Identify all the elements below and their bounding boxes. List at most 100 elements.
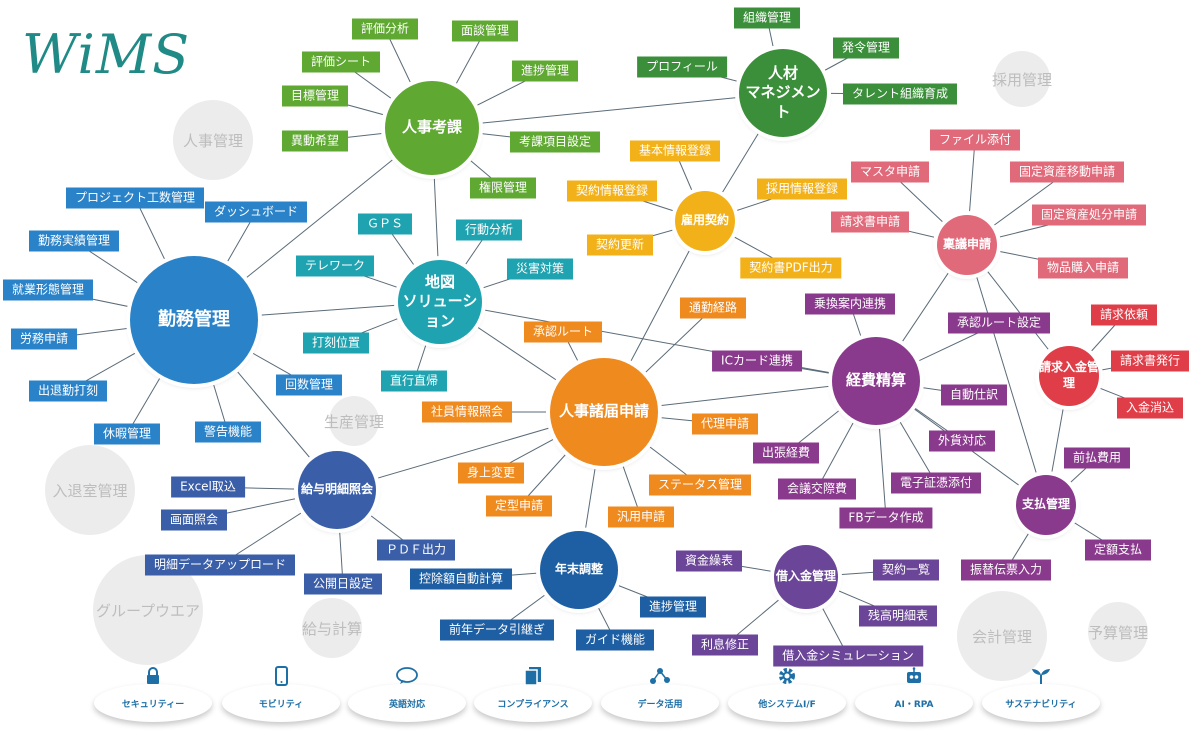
feature-tag-t4[interactable]: 進捗管理 xyxy=(511,60,579,82)
feature-pill-f4[interactable]: コンプライアンス xyxy=(474,666,592,722)
feature-tag-t24[interactable]: テレワーク xyxy=(295,255,375,277)
feature-tag-t1[interactable]: 評価分析 xyxy=(351,18,419,40)
feature-tag-t60[interactable]: マスタ申請 xyxy=(850,161,930,183)
feature-tag-t64[interactable]: 物品購入申請 xyxy=(1037,257,1129,279)
feature-tag-t31[interactable]: 契約更新 xyxy=(586,234,654,256)
feature-tag-t16[interactable]: 就業形態管理 xyxy=(2,279,94,301)
feature-tag-t42[interactable]: 画面照会 xyxy=(160,509,228,531)
hub-kyuyo[interactable]: 給与明細照会 xyxy=(298,451,376,529)
feature-tag-t49[interactable]: ガイド機能 xyxy=(575,629,655,651)
feature-tag-t11[interactable]: プロフィール xyxy=(637,56,727,78)
feature-tag-t29[interactable]: 契約情報登録 xyxy=(566,180,658,202)
feature-tag-t10[interactable]: 発令管理 xyxy=(832,37,900,59)
feature-tag-t34[interactable]: 通勤経路 xyxy=(679,297,747,319)
hub-jinzai[interactable]: 人材 マネジメント xyxy=(739,49,827,137)
feature-tag-t45[interactable]: 公開日設定 xyxy=(303,573,383,595)
feature-tag-t68[interactable]: 前払費用 xyxy=(1063,447,1131,469)
feature-tag-t65[interactable]: 請求依頼 xyxy=(1090,304,1158,326)
hub-keihi[interactable]: 経費精算 xyxy=(832,337,920,425)
hub-koyo[interactable]: 雇用契約 xyxy=(675,191,735,251)
hub-ringi[interactable]: 稟議申請 xyxy=(937,215,997,275)
feature-tag-t61[interactable]: 固定資産移動申請 xyxy=(1009,161,1125,183)
hub-chizu[interactable]: 地図 ソリューション xyxy=(398,260,482,344)
feature-tag-t38[interactable]: ステータス管理 xyxy=(648,474,752,496)
feature-tag-t73[interactable]: 残高明細表 xyxy=(858,605,938,627)
feature-tag-t8[interactable]: 権限管理 xyxy=(469,177,537,199)
feature-tag-t5[interactable]: 目標管理 xyxy=(281,85,349,107)
feature-tag-t55[interactable]: 外貨対応 xyxy=(928,430,996,452)
feature-tag-t14[interactable]: ダッシュボード xyxy=(204,201,308,223)
feature-tag-t58[interactable]: FBデータ作成 xyxy=(839,507,933,529)
feature-tag-t21[interactable]: 回数管理 xyxy=(275,374,343,396)
feature-tag-t74[interactable]: 利息修正 xyxy=(691,634,759,656)
feature-tag-t36[interactable]: 代理申請 xyxy=(691,413,759,435)
feature-tag-t75[interactable]: 借入金シミュレーション xyxy=(773,645,923,667)
feature-tag-t40[interactable]: 汎用申請 xyxy=(607,506,675,528)
feature-tag-t28[interactable]: 基本情報登録 xyxy=(629,140,721,162)
feature-tag-t56[interactable]: 会議交際費 xyxy=(777,478,857,500)
feature-tag-t27[interactable]: 直行直帰 xyxy=(380,370,448,392)
feature-tag-t57[interactable]: 電子証憑添付 xyxy=(890,472,982,494)
feature-tag-t52[interactable]: 承認ルート設定 xyxy=(947,312,1051,334)
feature-tag-t7[interactable]: 考課項目設定 xyxy=(509,131,601,153)
feature-tag-t9[interactable]: 組織管理 xyxy=(733,7,801,29)
feature-tag-t71[interactable]: 資金繰表 xyxy=(675,550,743,572)
feature-tag-t26[interactable]: 打刻位置 xyxy=(302,332,370,354)
feature-tag-t19[interactable]: 休暇管理 xyxy=(93,423,161,445)
ghost-disc xyxy=(302,598,362,658)
feature-tag-t70[interactable]: 振替伝票入力 xyxy=(960,559,1052,581)
feature-tag-t72[interactable]: 契約一覧 xyxy=(872,559,940,581)
feature-tag-t43[interactable]: ＰＤＦ出力 xyxy=(376,539,456,561)
feature-tag-t12[interactable]: タレント組織育成 xyxy=(842,83,958,105)
feature-tag-t32[interactable]: 契約書PDF出力 xyxy=(740,257,842,279)
feature-tag-t23[interactable]: 行動分析 xyxy=(455,219,523,241)
feature-pill-f8[interactable]: サステナビリティ xyxy=(982,668,1100,722)
feature-tag-t67[interactable]: 入金消込 xyxy=(1116,397,1184,419)
feature-tag-t69[interactable]: 定額支払 xyxy=(1084,539,1152,561)
feature-pill-f5[interactable]: データ活用 xyxy=(601,667,719,722)
feature-tag-t13[interactable]: プロジェクト工数管理 xyxy=(65,187,205,209)
hub-shinsei[interactable]: 人事諸届申請 xyxy=(550,358,658,466)
feature-tag-t41[interactable]: Excel取込 xyxy=(171,476,245,498)
feature-pill-f3[interactable]: 英語対応 xyxy=(348,666,466,722)
hub-nenmatsu[interactable]: 年末調整 xyxy=(540,531,618,609)
feature-tag-t2[interactable]: 面談管理 xyxy=(451,20,519,42)
hub-link-jinji-jinzai xyxy=(431,92,784,129)
feature-tag-t48[interactable]: 前年データ引継ぎ xyxy=(439,619,555,641)
hub-seikyu[interactable]: 請求入金管理 xyxy=(1039,346,1099,406)
feature-tag-t22[interactable]: ＧＰＳ xyxy=(357,213,413,235)
feature-tag-t46[interactable]: 控除額自動計算 xyxy=(409,568,513,590)
feature-tag-t53[interactable]: 自動仕訳 xyxy=(940,384,1008,406)
feature-tag-t33[interactable]: 承認ルート xyxy=(523,321,603,343)
feature-pill-f6[interactable]: 他システムI/F xyxy=(728,667,846,722)
feature-tag-t54[interactable]: 出張経費 xyxy=(752,442,820,464)
feature-tag-t3[interactable]: 評価シート xyxy=(301,51,381,73)
feature-tag-t15[interactable]: 勤務実績管理 xyxy=(28,230,120,252)
feature-tag-t20[interactable]: 警告機能 xyxy=(194,421,262,443)
feature-pill-f1[interactable]: セキュリティー xyxy=(94,666,212,722)
feature-tag-t6[interactable]: 異動希望 xyxy=(281,130,349,152)
feature-tag-t17[interactable]: 労務申請 xyxy=(10,328,78,350)
feature-tag-t66[interactable]: 請求書発行 xyxy=(1110,350,1190,372)
feature-tag-t50[interactable]: 乗換案内連携 xyxy=(804,293,896,315)
feature-tag-t37[interactable]: 身上変更 xyxy=(457,462,525,484)
feature-pill-f2[interactable]: モビリティ xyxy=(222,665,340,722)
feature-tag-t25[interactable]: 災害対策 xyxy=(506,258,574,280)
hub-kinmu[interactable]: 勤務管理 xyxy=(130,256,258,384)
feature-pill-f7[interactable]: AI・RPA xyxy=(855,666,973,722)
feature-tag-t47[interactable]: 進捗管理 xyxy=(639,596,707,618)
feature-tag-t62[interactable]: 請求書申請 xyxy=(830,211,910,233)
feature-tag-t51[interactable]: ICカード連携 xyxy=(712,350,802,372)
hub-jinji[interactable]: 人事考課 xyxy=(385,81,479,175)
feature-tag-t59[interactable]: ファイル添付 xyxy=(929,129,1021,151)
feature-tag-t44[interactable]: 明細データアップロード xyxy=(144,554,296,576)
ghost-module-g3: 生産管理 xyxy=(324,396,384,446)
feature-tag-t63[interactable]: 固定資産処分申請 xyxy=(1031,204,1147,226)
hub-kariire[interactable]: 借入金管理 xyxy=(774,545,838,609)
feature-tag-t30[interactable]: 採用情報登録 xyxy=(756,178,848,200)
hub-shiharai[interactable]: 支払管理 xyxy=(1016,475,1076,535)
feature-tag-t18[interactable]: 出退勤打刻 xyxy=(28,380,108,402)
feature-tag-t39[interactable]: 定型申請 xyxy=(485,495,553,517)
ghost-module-g7: 会計管理 xyxy=(957,591,1047,681)
feature-tag-t35[interactable]: 社員情報照会 xyxy=(421,401,513,423)
